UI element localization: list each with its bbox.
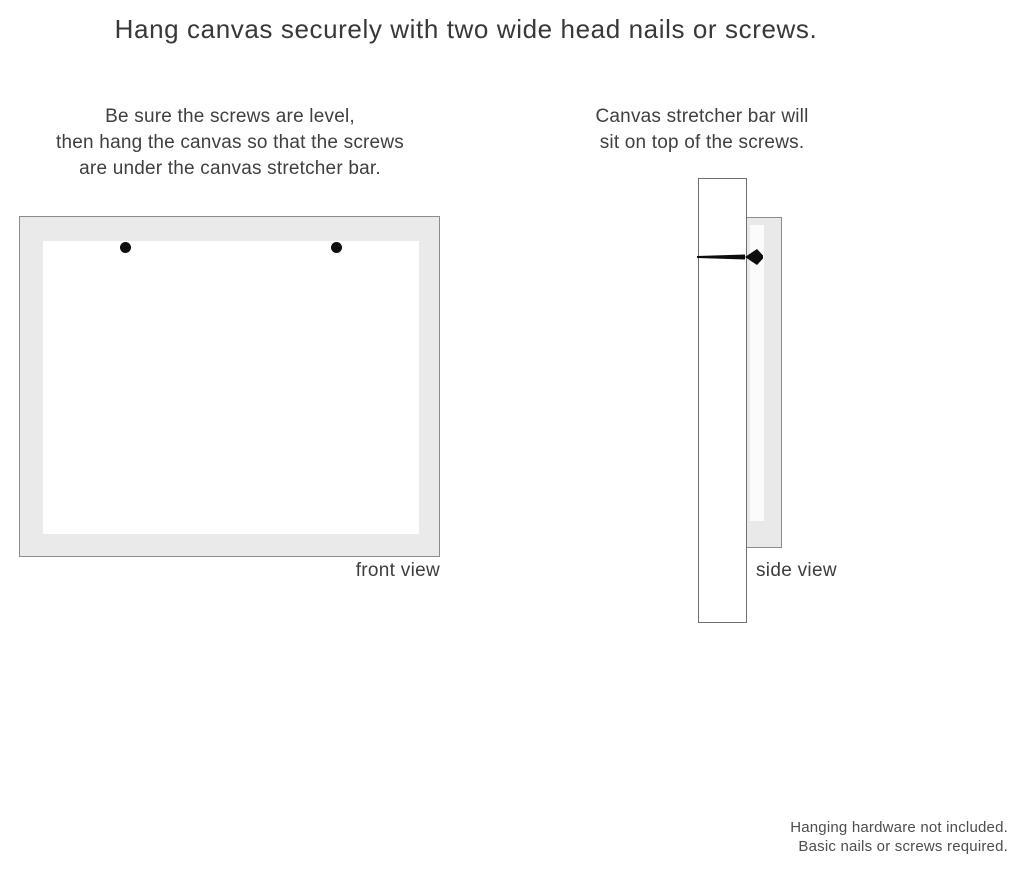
instruction-line: Be sure the screws are level, <box>105 106 355 127</box>
side-view-label: side view <box>756 560 837 581</box>
nail-head-right-icon <box>331 242 342 253</box>
front-view-canvas-inner <box>43 241 419 534</box>
page-title: Hang canvas securely with two wide head … <box>114 14 818 44</box>
front-view-instructions: Be sure the screws are level, then hang … <box>20 104 440 182</box>
nail-head-left-icon <box>120 242 131 253</box>
nail-graphic-icon <box>697 249 763 265</box>
instruction-line: are under the canvas stretcher bar. <box>79 158 381 179</box>
hardware-note-line: Hanging hardware not included. <box>790 819 1008 836</box>
instruction-line: Canvas stretcher bar will <box>595 106 809 127</box>
side-view-instructions: Canvas stretcher bar will sit on top of … <box>552 104 852 156</box>
hardware-note-line: Basic nails or screws required. <box>798 838 1008 855</box>
side-view-stretcher-bar <box>698 178 747 623</box>
front-view-label: front view <box>355 560 440 581</box>
instruction-line: sit on top of the screws. <box>599 132 805 153</box>
hardware-note: Hanging hardware not included. Basic nai… <box>608 818 1008 856</box>
side-view-canvas-edge <box>746 217 782 548</box>
instruction-line: then hang the canvas so that the screws <box>56 132 404 153</box>
front-view-canvas-frame <box>19 216 440 557</box>
side-view-canvas-inner <box>750 225 764 521</box>
